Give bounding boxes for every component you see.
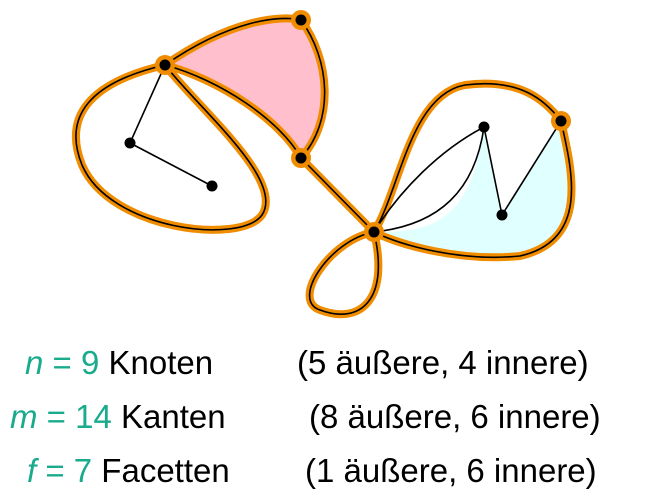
edges-formula: m = 14 Kanten (10, 392, 226, 442)
vertices-equals: = (43, 344, 81, 381)
faces-variable: f (27, 452, 37, 489)
planar-graph-diagram (72, 10, 576, 319)
edge-right-arc (300, 19, 326, 159)
faces-equals: = (36, 452, 74, 489)
edge-middle (300, 157, 375, 233)
edges-detail: (8 äußere, 6 innere) (309, 398, 601, 435)
vertex (159, 59, 171, 71)
edges-variable: m (10, 398, 38, 435)
vertex (478, 121, 490, 133)
cyan-face (374, 121, 572, 258)
edge-inner-5 (483, 126, 503, 216)
edge-inner-6 (501, 120, 562, 216)
vertices-label: Knoten (99, 344, 214, 381)
edge-inner-4 (373, 126, 485, 233)
edge-inner-2 (129, 142, 213, 187)
edge-loop-bottom (308, 231, 380, 315)
faces-value: 7 (73, 452, 93, 489)
faces-count-line: f = 7 Facetten (1 äußere, 6 innere) (0, 446, 647, 496)
vertex (496, 209, 508, 221)
edge-right-top (373, 82, 562, 233)
edge-inner-3 (373, 126, 485, 233)
vertices-value: 9 (80, 344, 100, 381)
vertex (295, 152, 307, 164)
edges-label: Kanten (111, 398, 226, 435)
faces-detail: (1 äußere, 6 innere) (305, 452, 597, 489)
vertex (295, 14, 307, 26)
pink-face (165, 18, 325, 159)
vertex (124, 137, 136, 149)
vertex (555, 115, 567, 127)
edge-inner-1 (129, 64, 166, 144)
edges-equals: = (37, 398, 76, 435)
vertices-detail: (5 äußere, 4 innere) (297, 344, 589, 381)
vertex (368, 226, 380, 238)
edge-right-bottom (373, 120, 573, 259)
vertices-variable: n (25, 344, 44, 381)
edges-count-line: m = 14 Kanten (8 äußere, 6 innere) (0, 392, 647, 442)
vertex (206, 180, 218, 192)
outer-vertices (155, 10, 571, 242)
edge-loop-left (75, 64, 267, 231)
faces-label: Facetten (92, 452, 230, 489)
vertices-formula: n = 9 Knoten (25, 338, 213, 388)
outer-face-boundary (72, 14, 576, 319)
graph-vertices (124, 14, 567, 238)
vertices-count-line: n = 9 Knoten (5 äußere, 4 innere) (0, 338, 647, 388)
edges-value: 14 (75, 398, 112, 435)
faces-formula: f = 7 Facetten (27, 446, 230, 496)
edge-inner-arc (164, 64, 302, 159)
graph-edges (75, 17, 573, 315)
